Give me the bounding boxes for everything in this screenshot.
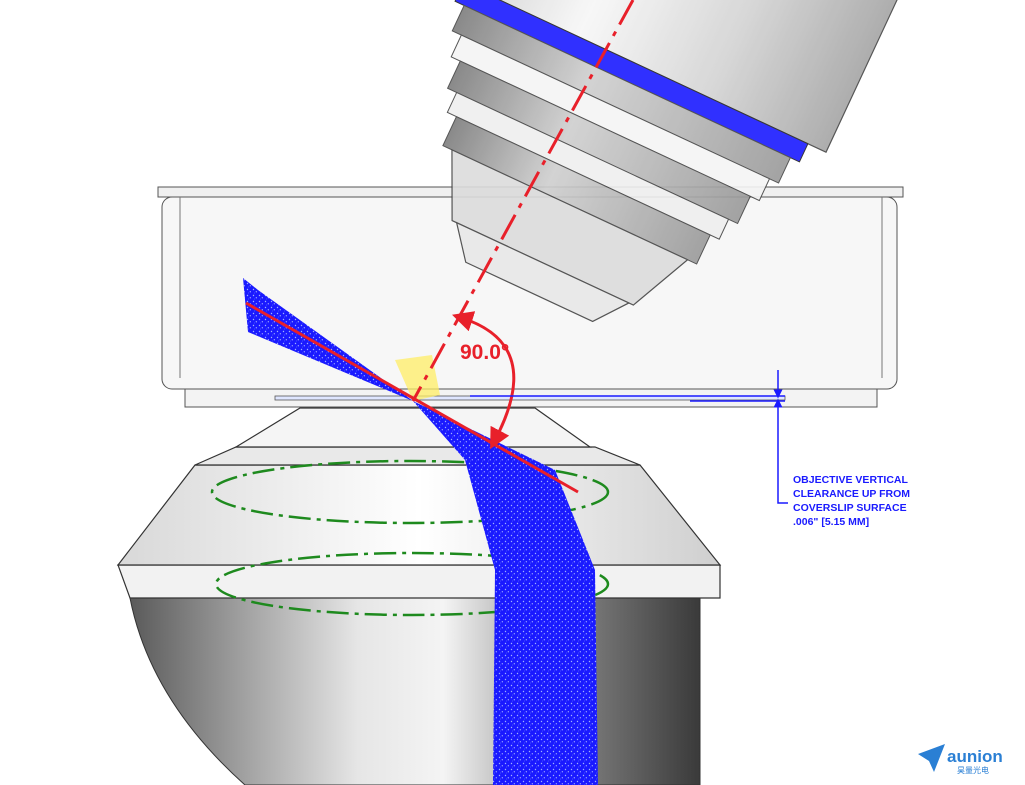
angle-label: 90.0° bbox=[460, 341, 509, 364]
incident-beam bbox=[243, 278, 413, 401]
refracted-beam bbox=[413, 401, 598, 785]
focal-ring-upper bbox=[210, 459, 610, 525]
upper-objective bbox=[442, 0, 899, 323]
lower-objective-taper bbox=[116, 464, 722, 566]
optical-axis-lines bbox=[245, 0, 635, 494]
dimension-leader bbox=[777, 428, 788, 504]
objective-optical-axis bbox=[411, 0, 635, 402]
clearance-note-line-2: CLEARANCE UP FROM bbox=[793, 488, 910, 500]
brand-subtitle: 昊量光电 bbox=[957, 765, 989, 775]
lower-objective-front-cap bbox=[233, 407, 592, 448]
brand-name: aunion bbox=[947, 747, 1003, 766]
lower-objective-shoulder bbox=[117, 564, 721, 599]
focal-ring-lower bbox=[214, 551, 610, 617]
brand-plane-icon bbox=[918, 744, 945, 772]
beam-axis bbox=[245, 301, 579, 494]
angle-arc bbox=[452, 311, 516, 450]
focus-cone bbox=[395, 355, 440, 401]
light-beam bbox=[243, 278, 598, 785]
lower-objective bbox=[116, 407, 722, 785]
clearance-note-line-3: COVERSLIP SURFACE bbox=[793, 502, 907, 514]
clearance-dimension bbox=[470, 370, 788, 504]
clearance-note: OBJECTIVE VERTICAL CLEARANCE UP FROM COV… bbox=[793, 474, 910, 528]
clearance-note-line-4: .006" [5.15 MM] bbox=[793, 516, 869, 528]
upper-objective-tip bbox=[455, 221, 631, 323]
lower-objective-rim bbox=[194, 446, 641, 466]
brand-watermark: aunion 昊量光电 bbox=[918, 744, 1003, 775]
lower-objective-barrel bbox=[129, 597, 701, 785]
clearance-note-line-1: OBJECTIVE VERTICAL bbox=[793, 474, 909, 486]
upper-objective-nose bbox=[451, 148, 689, 306]
